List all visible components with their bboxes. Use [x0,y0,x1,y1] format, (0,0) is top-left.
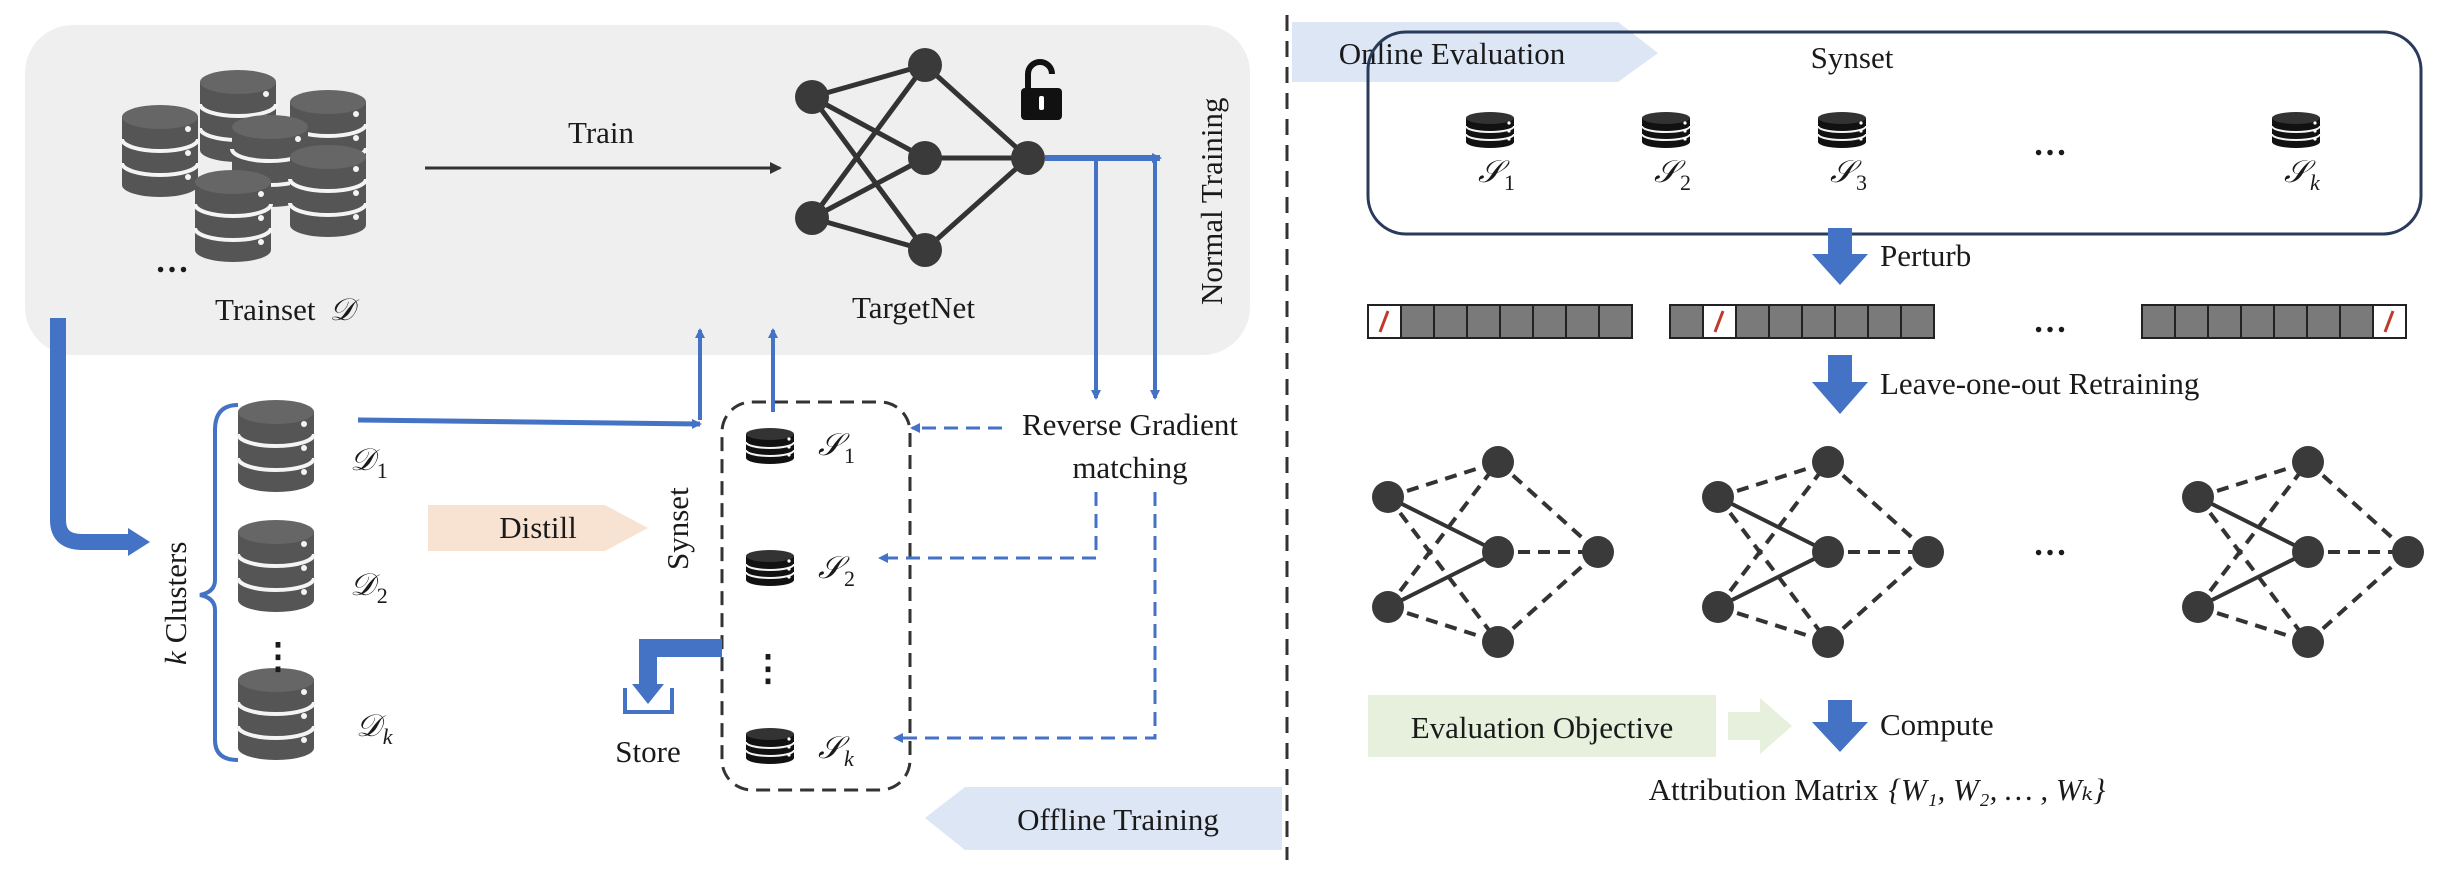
perturb-arrow [1812,228,1868,285]
synset-database-icon [745,727,795,765]
cluster-label-2: 𝒟2 [350,567,388,608]
synset-item-label: 𝒮3 [1830,154,1867,195]
synset-title: Synset [1811,40,1894,75]
store-label: Store [615,734,680,769]
cluster-label-k: 𝒟k [356,708,394,749]
perturb-label: Perturb [1880,238,1971,273]
cluster-label-1: 𝒟1 [350,442,388,483]
synset-database-icon [1465,111,1515,149]
synset-database-icon [745,427,795,465]
perturbed-vector [2141,304,2407,339]
perturbed-vector [1669,304,1935,339]
synset-box [720,400,912,792]
synset-panel [1366,30,2423,236]
retrained-network [2180,444,2426,660]
trainset-ellipsis: … [155,243,189,280]
synset-database-icon [1817,111,1867,149]
evaluation-to-compute-arrow [1728,698,1792,754]
targetnet-network [795,48,1045,267]
clusters-label: kClusters [158,542,193,665]
retrained-network [1700,444,1946,660]
retrain-arrow [1812,355,1868,414]
unlock-icon [1021,59,1062,120]
compute-arrow [1812,700,1868,752]
feedback-arrow-s2 [878,492,1098,563]
synset-row-ellipsis: … [2033,126,2067,163]
train-label: Train [568,115,635,150]
synset-item-label: 𝒮1 [1478,154,1515,195]
evaluation-objective-label: Evaluation Objective [1411,710,1674,745]
online-evaluation-label: Online Evaluation [1339,36,1566,71]
targetnet-label: TargetNet [852,290,975,325]
retrained-network [1370,444,1616,660]
perturbed-vector [1367,304,1633,339]
attribution-matrix-label: Attribution Matrix{W₁, W₂, … , Wₖ} [1649,772,2106,807]
cluster-database-icon [236,666,316,762]
store-arrow [639,639,722,688]
clusters-brace [199,403,239,762]
cluster-split-arrow [50,318,130,550]
reverse-gradient-label: Reverse Gradient [1022,407,1238,442]
synset-database-icon [2271,111,2321,149]
offline-training-tag [925,787,1282,850]
retrain-label: Leave-one-out Retraining [1880,366,2199,401]
store-tray-icon [623,688,674,714]
synset-label-1: 𝒮1 [818,427,855,468]
matching-label: matching [1072,450,1187,485]
synset-item-label: 𝒮k [2284,154,2321,195]
distill-label: Distill [499,510,577,545]
synset-database-icon [745,549,795,587]
network-ellipsis: … [2033,526,2067,563]
cluster-database-icon [236,398,316,494]
online-evaluation-tag [1292,22,1658,82]
synset-vertical-label: Synset [660,487,695,570]
cluster-to-synset-arrow [357,417,702,429]
synset-label-k: 𝒮k [818,730,855,771]
synset-label-2: 𝒮2 [818,550,855,591]
cluster-database-icon [236,518,316,614]
normal-training-label: Normal Training [1194,97,1229,305]
offline-training-label: Offline Training [1017,802,1219,837]
synset-ellipsis: ⋮ [750,648,786,688]
evaluation-objective-box [1368,695,1716,757]
compute-label: Compute [1880,707,1994,742]
cluster-ellipsis: ⋮ [260,636,296,676]
feedback-arrow-sk [893,492,1157,743]
distill-arrow [428,505,648,551]
perturbed-ellipsis: … [2033,303,2067,340]
synset-item-label: 𝒮2 [1654,154,1691,195]
synset-database-icon [1641,111,1691,149]
